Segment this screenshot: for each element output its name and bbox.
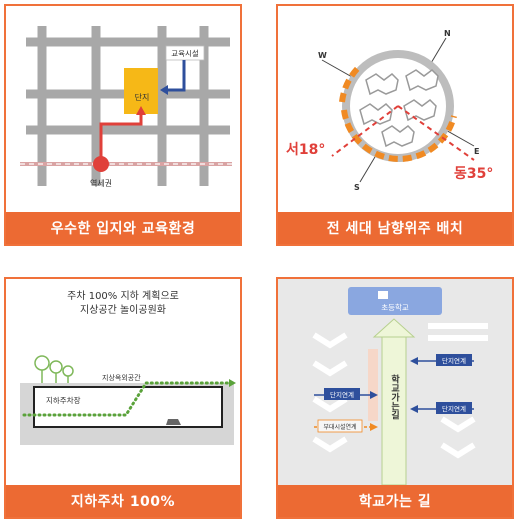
buildings bbox=[359, 69, 439, 148]
east-angle: 동35° bbox=[454, 166, 493, 182]
school-label: 교육시설 bbox=[171, 49, 199, 58]
compass-s: S bbox=[354, 183, 360, 192]
link-label-1: 단지연계 bbox=[442, 356, 466, 365]
chevrons bbox=[312, 332, 476, 459]
parking-headline-1: 주차 100% 지하 계획으로 bbox=[67, 289, 179, 302]
trees bbox=[34, 355, 74, 383]
complex-label: 단지 bbox=[135, 92, 150, 102]
white-bars bbox=[428, 323, 488, 341]
west-angle: 서18° bbox=[286, 142, 325, 158]
school-route bbox=[166, 60, 186, 92]
green-path bbox=[22, 381, 232, 417]
location-map: 단지 교육시설 역세권 bbox=[6, 6, 240, 212]
panel-orientation: W N E S 서18° 동35° 전 세대 남향위주 배치 bbox=[276, 4, 514, 246]
car-icon bbox=[166, 419, 181, 425]
parking-structure bbox=[33, 386, 223, 428]
school-block bbox=[348, 287, 442, 315]
station-route bbox=[99, 114, 143, 160]
link-label-3: 단지연계 bbox=[442, 404, 466, 413]
school-route-arrow bbox=[160, 85, 168, 95]
orange-arc bbox=[341, 109, 457, 162]
compass-e: E bbox=[474, 147, 479, 156]
station-label: 역세권 bbox=[90, 178, 112, 188]
compass-n: N bbox=[444, 29, 451, 38]
school-route-diagram: 초등학교 학교가는길 단지연계 단지연계 단지연계 부대시설연계 bbox=[278, 279, 512, 485]
parking-headline-2: 지상공간 놀이공원화 bbox=[80, 304, 166, 316]
station-marker bbox=[93, 156, 109, 172]
compass-w: W bbox=[318, 51, 327, 60]
caption-parking: 지하주차 100% bbox=[6, 485, 240, 517]
caption-location: 우수한 입지와 교육환경 bbox=[6, 212, 240, 244]
parking-diagram: 주차 100% 지하 계획으로 지상공간 놀이공원화 지하주차장 지상옥외공간 bbox=[6, 279, 240, 485]
panel-parking: 주차 100% 지하 계획으로 지상공간 놀이공원화 지하주차장 지상옥외공간 … bbox=[4, 277, 242, 519]
amenity-label: 부대시설연계 bbox=[323, 423, 356, 431]
west-line bbox=[331, 105, 399, 157]
ground-label: 지상옥외공간 bbox=[102, 373, 141, 382]
station-route-arrow bbox=[136, 106, 146, 115]
path-label: 학교가는길 bbox=[389, 373, 399, 420]
caption-orientation: 전 세대 남향위주 배치 bbox=[278, 212, 512, 244]
caption-school-route: 학교가는 길 bbox=[278, 485, 512, 517]
orientation-diagram: W N E S 서18° 동35° bbox=[278, 6, 512, 212]
east-line bbox=[397, 105, 475, 161]
parking-label: 지하주차장 bbox=[46, 395, 81, 405]
panel-school-route: 초등학교 학교가는길 단지연계 단지연계 단지연계 부대시설연계 학교가는 길 bbox=[276, 277, 514, 519]
side-strip bbox=[368, 349, 378, 421]
school-path bbox=[381, 334, 407, 485]
link-label-2: 단지연계 bbox=[330, 390, 354, 399]
panel-location: 단지 교육시설 역세권 우수한 입지와 교육환경 bbox=[4, 4, 242, 246]
school-label: 초등학교 bbox=[381, 302, 409, 312]
